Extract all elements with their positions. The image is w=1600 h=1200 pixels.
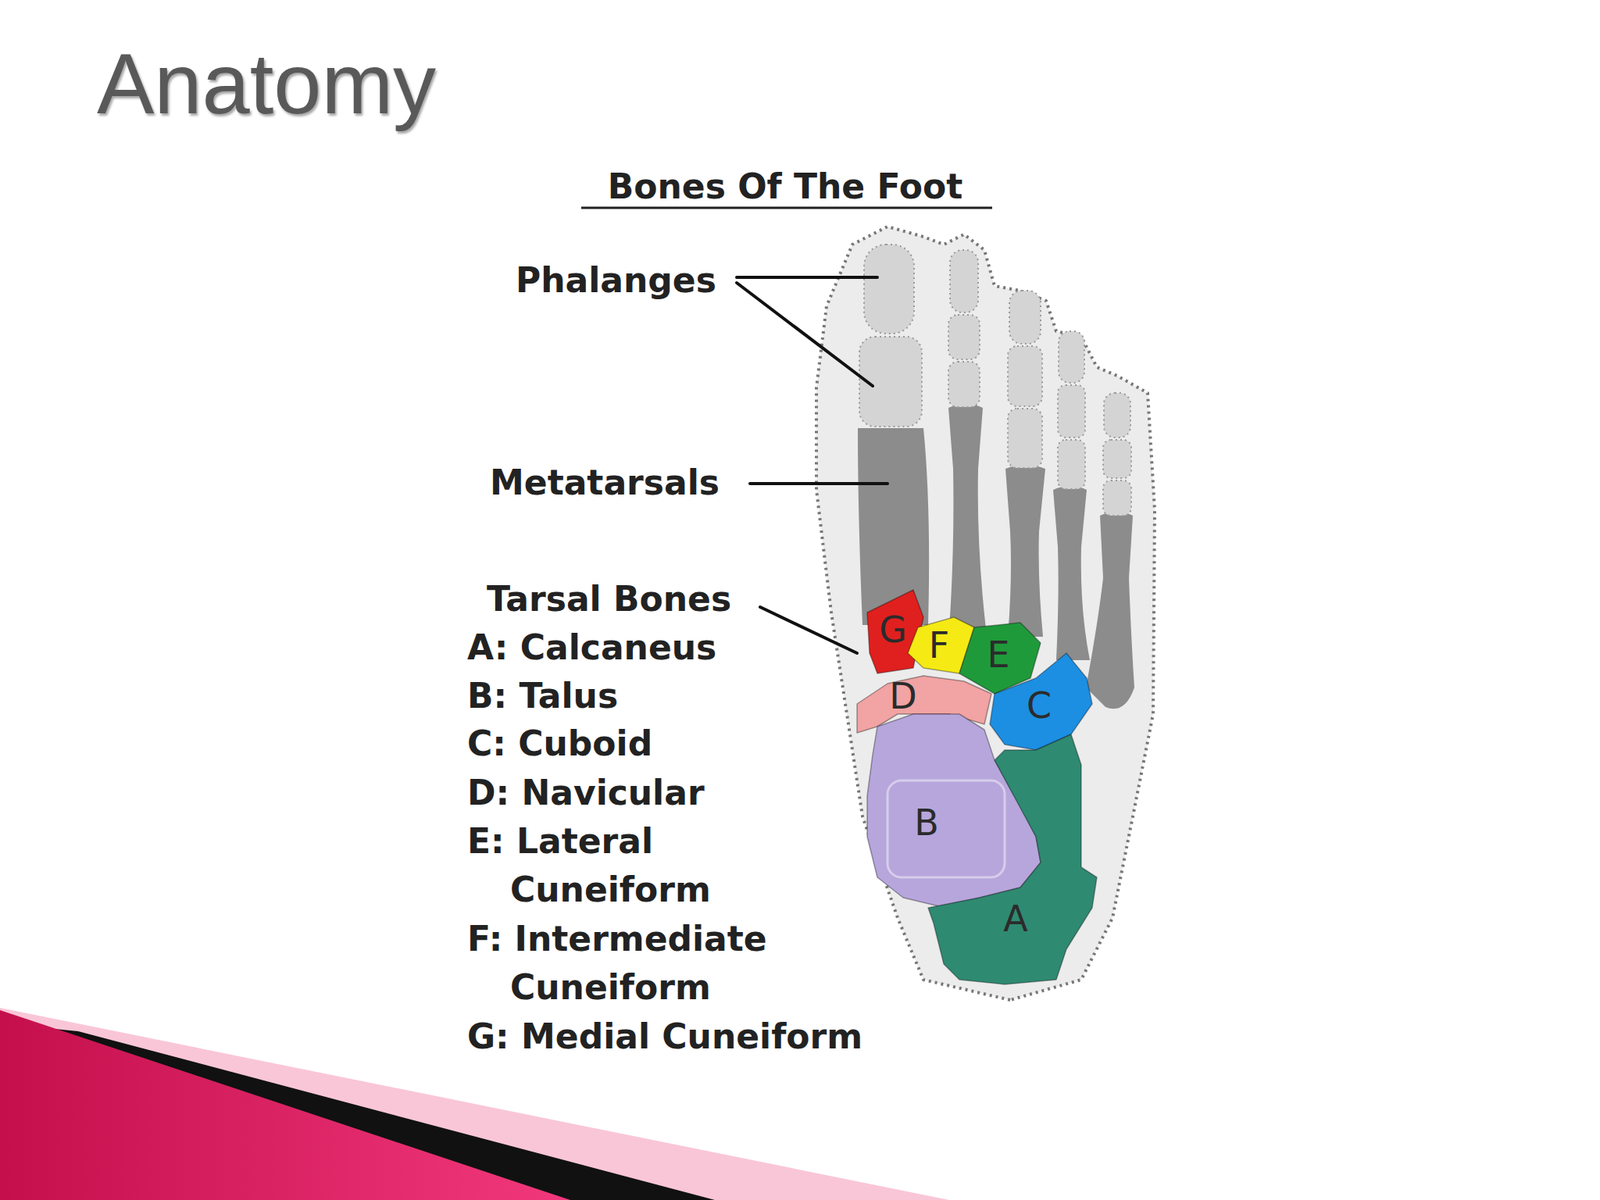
key-entry: G: Medial Cuneiform <box>467 1012 1011 1061</box>
bone-letter: D <box>889 676 917 716</box>
bone-letter: C <box>1026 685 1052 725</box>
bone-shape <box>867 714 1041 907</box>
metatarsal-4 <box>1053 485 1090 661</box>
phalanx <box>1007 346 1043 407</box>
leader-line <box>760 607 858 654</box>
metatarsal-3 <box>1005 464 1046 637</box>
leader-lines <box>736 277 888 654</box>
phalanx <box>1103 392 1131 438</box>
metatarsal-5 <box>1085 511 1135 709</box>
bone-letter: B <box>914 803 940 843</box>
phalanx <box>1103 480 1132 516</box>
phalanx <box>1007 408 1043 468</box>
bone-letter: A <box>1003 899 1028 939</box>
metatarsal-2 <box>948 403 986 629</box>
tarsal-bone: G <box>867 589 924 674</box>
bone-letter: E <box>986 635 1010 675</box>
key-entry: B: Talus <box>467 671 796 721</box>
foot-outline <box>816 226 1155 1000</box>
tarsal-bone: A <box>928 734 1097 985</box>
key-entry: A: Calcaneus <box>467 623 796 672</box>
leader-line <box>750 482 888 486</box>
diagram-heading: Bones Of The Foot <box>511 162 1059 211</box>
phalanx <box>950 250 979 313</box>
leader-line <box>736 275 878 279</box>
phalanx <box>948 314 980 360</box>
metatarsal-1 <box>857 428 929 625</box>
tarsal-bone: B <box>867 714 1041 907</box>
key-entry: F: Intermediate Cuneiform <box>467 914 847 1012</box>
bone-shape <box>928 734 1097 985</box>
slide-title: Anatomy <box>96 33 436 133</box>
key-entry: D: Navicular <box>467 768 796 818</box>
bone-outline <box>867 589 924 674</box>
bone-letter: F <box>928 625 950 665</box>
phalanx <box>948 361 980 408</box>
key-entry: E: Lateral Cuneiform <box>467 817 808 915</box>
bone-outline <box>867 714 1041 907</box>
part-label: Metatarsals <box>489 458 756 508</box>
phalanx <box>1009 290 1041 344</box>
metatarsal-bones <box>857 403 1135 709</box>
phalanx-bones <box>859 244 1132 516</box>
phalanx <box>864 244 915 334</box>
heading-underline <box>581 207 993 210</box>
key-entry: C: Cuboid <box>467 719 796 768</box>
talus-dome <box>887 780 1005 878</box>
phalanx <box>1058 331 1085 383</box>
tarsal-bone: C <box>989 653 1093 750</box>
leader-line <box>736 282 873 386</box>
bone-outline <box>989 653 1093 750</box>
phalanx <box>1057 439 1086 490</box>
bone-outline <box>928 734 1097 985</box>
part-label: Tarsal Bones <box>486 575 768 624</box>
part-label: Phalanges <box>515 256 750 305</box>
phalanx <box>1057 385 1086 438</box>
phalanx <box>1103 439 1132 479</box>
bone-letter: G <box>878 610 908 650</box>
